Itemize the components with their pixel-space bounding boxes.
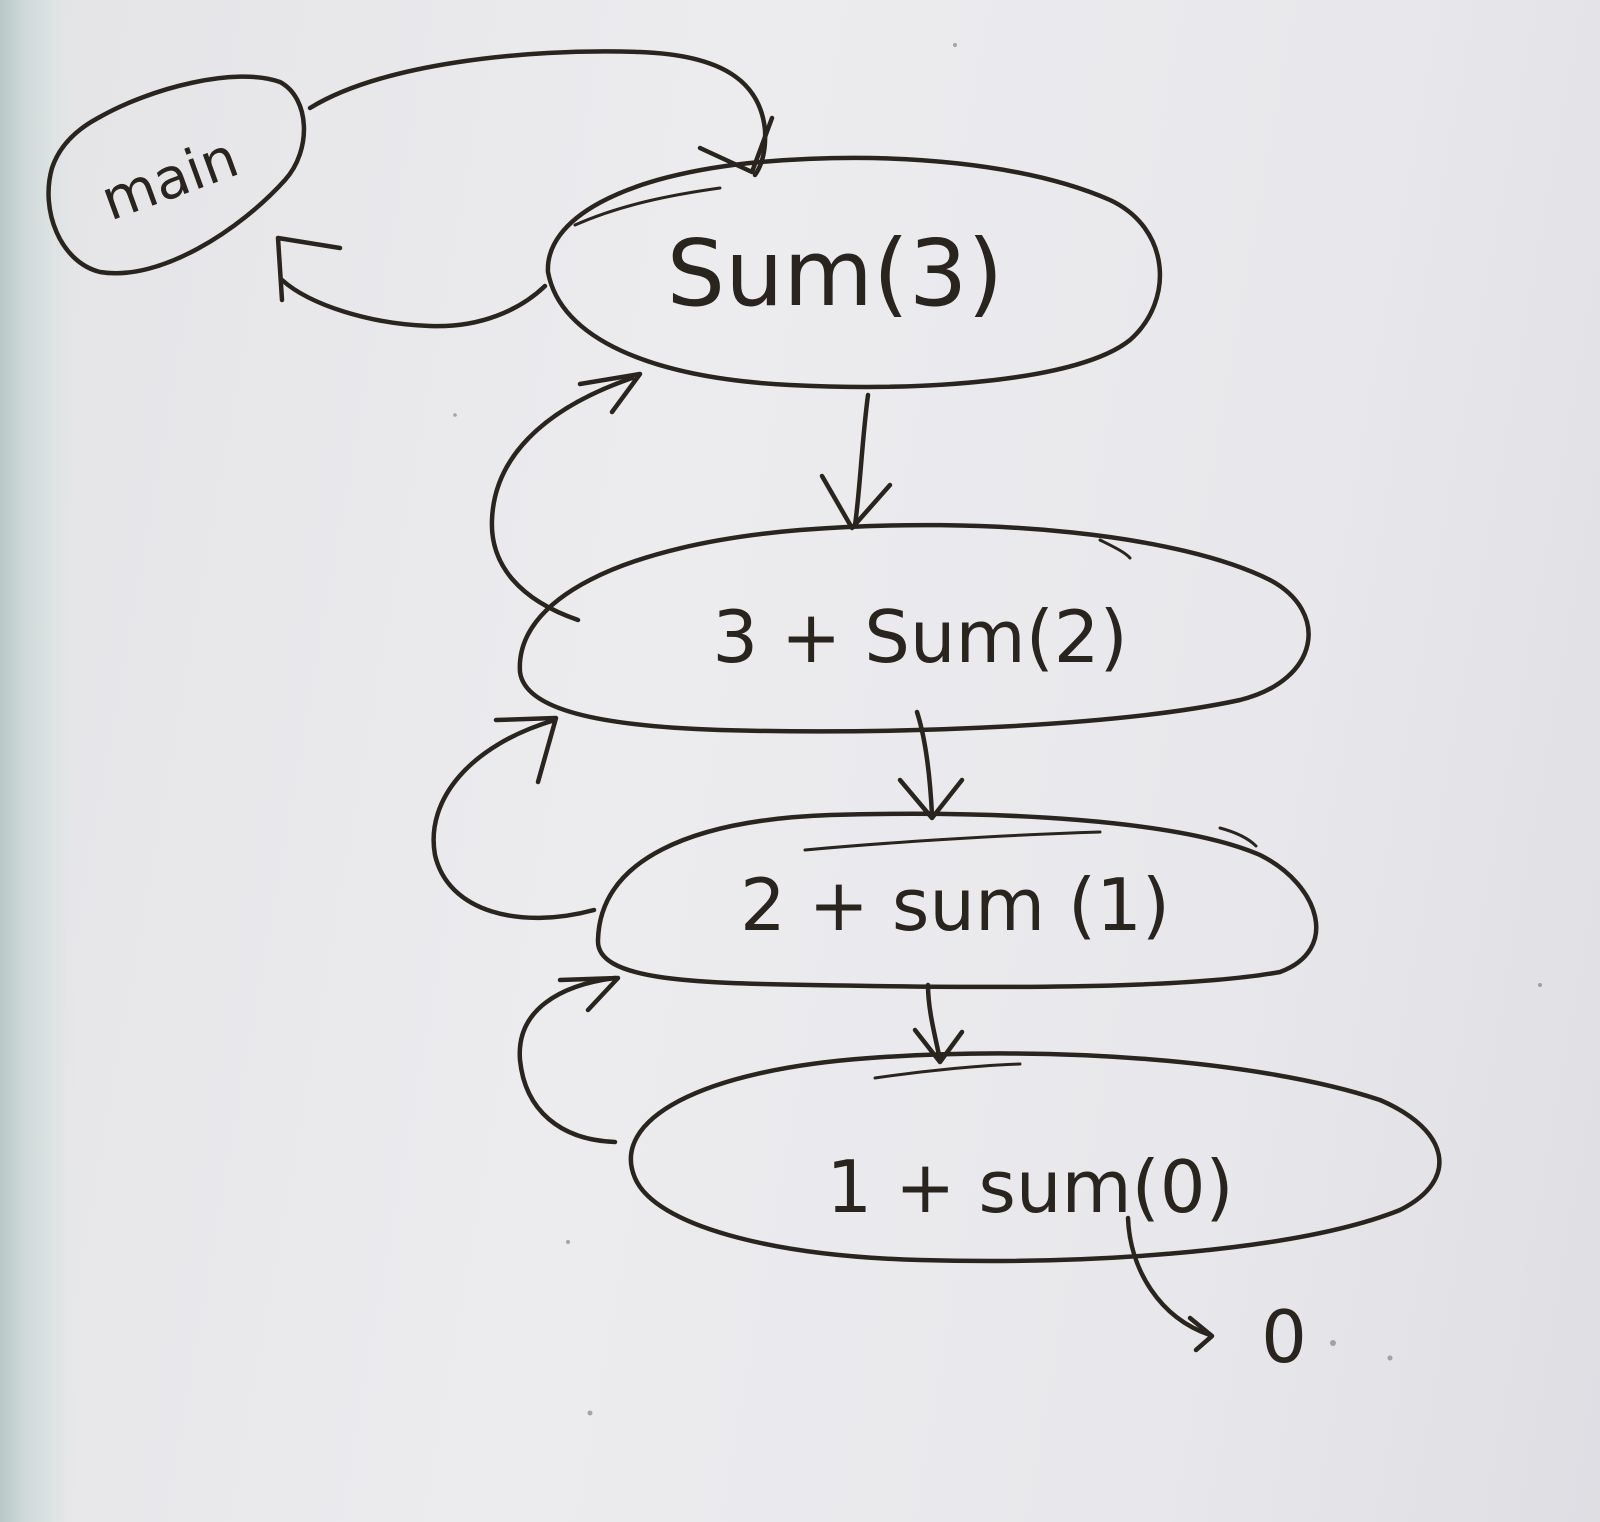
- arrow-sum-2-to-sum-3: [489, 371, 643, 623]
- arrow-sum-3-to-main: [275, 235, 548, 329]
- board-smudges: [453, 43, 1542, 1416]
- arrow-sum-1-to-sum-0: [912, 982, 965, 1065]
- node-sum-2-label: 3 + Sum(2): [712, 595, 1127, 679]
- node-sum-0: 1 + sum(0): [628, 1051, 1442, 1264]
- node-sum-3-oval: [545, 155, 1163, 390]
- node-main-label: main: [93, 125, 247, 234]
- node-sum-3: Sum(3): [545, 155, 1163, 390]
- arrow-sum-2-to-sum-1: [897, 709, 965, 821]
- node-sum-2: 3 + Sum(2): [517, 522, 1311, 734]
- arrow-sum-1-to-sum-2: [431, 715, 597, 921]
- node-main: main: [46, 74, 307, 276]
- node-sum-3-label: Sum(3): [667, 220, 1004, 327]
- node-sum-1: 2 + sum (1): [595, 811, 1319, 990]
- node-sum-1-label: 2 + sum (1): [740, 863, 1170, 947]
- arrow-main-to-sum-3: [307, 49, 775, 178]
- arrow-sum-0-to-result: [1125, 1215, 1215, 1353]
- node-sum-1-oval: [595, 811, 1319, 990]
- node-sum-2-oval: [517, 522, 1311, 734]
- whiteboard-edge: [0, 0, 74, 1522]
- result-value: 0: [1261, 1295, 1307, 1379]
- node-main-oval: [46, 74, 307, 276]
- arrow-sum-0-to-sum-1: [517, 975, 621, 1145]
- arrow-sum-3-to-sum-2: [819, 392, 893, 531]
- node-sum-0-oval: [628, 1051, 1442, 1264]
- node-sum-0-label: 1 + sum(0): [826, 1145, 1233, 1229]
